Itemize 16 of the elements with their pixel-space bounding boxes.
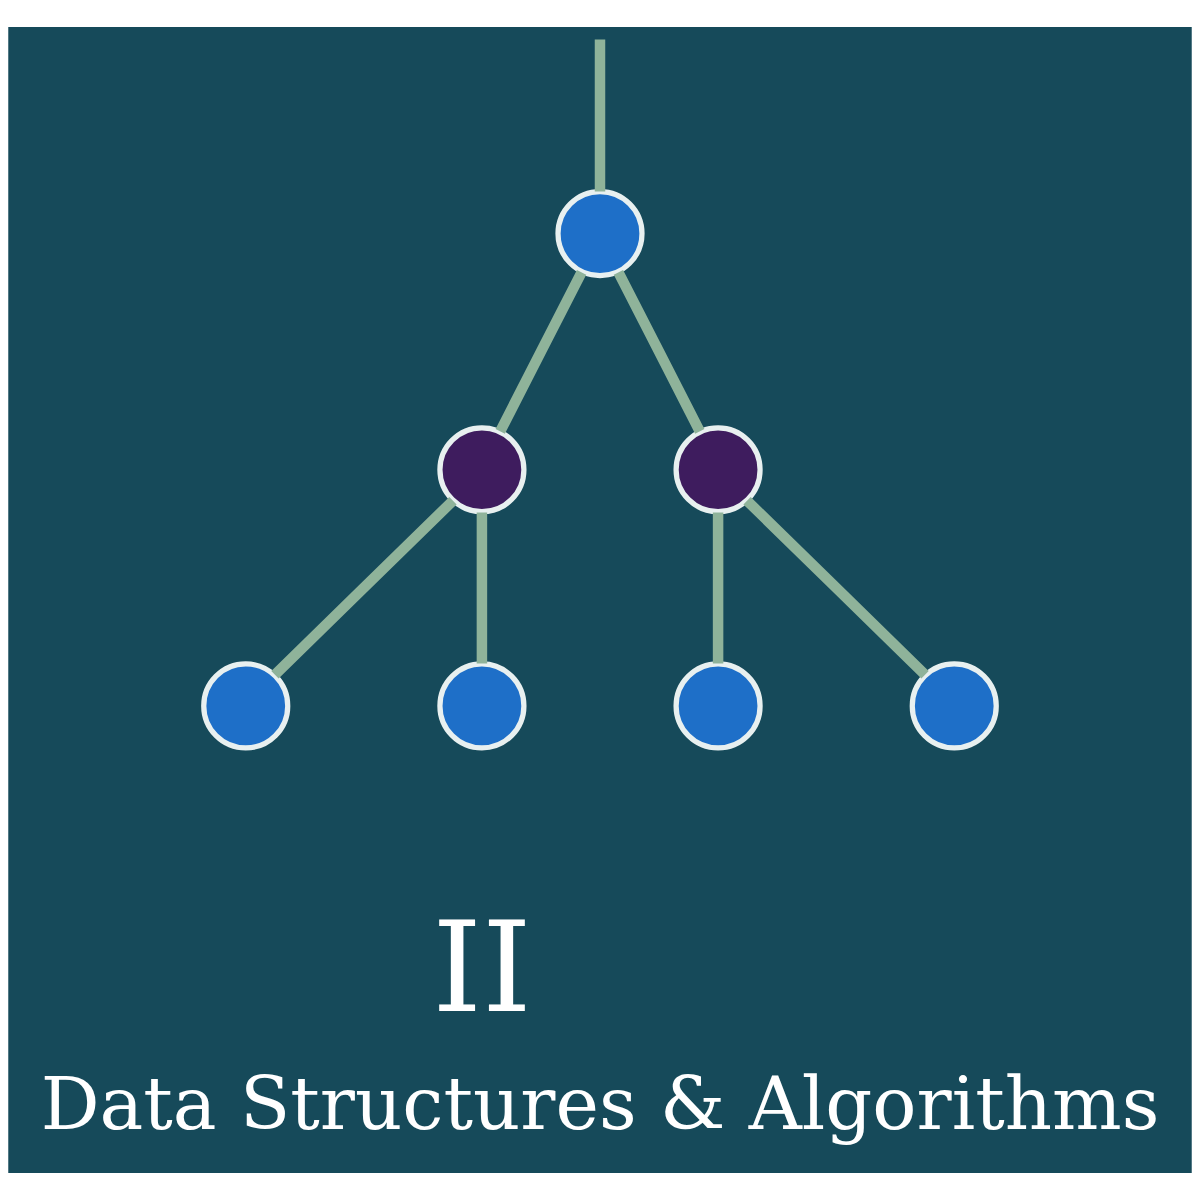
connector: [712, 512, 724, 664]
label: II: [432, 894, 532, 1042]
node-circle: [909, 661, 999, 751]
connector: [613, 269, 705, 434]
connector: [743, 496, 929, 679]
diagram-title: Data Structures & Algorithms: [40, 1061, 1160, 1147]
connector: [594, 39, 606, 192]
node-circle: [673, 425, 763, 515]
node-circle: [437, 425, 527, 515]
node-circle: [673, 661, 763, 751]
node-circle: [437, 661, 527, 751]
connector: [495, 269, 587, 434]
connector: [476, 512, 488, 664]
connector: [271, 496, 457, 679]
node-circle: [201, 661, 291, 751]
node-circle: [555, 188, 645, 279]
